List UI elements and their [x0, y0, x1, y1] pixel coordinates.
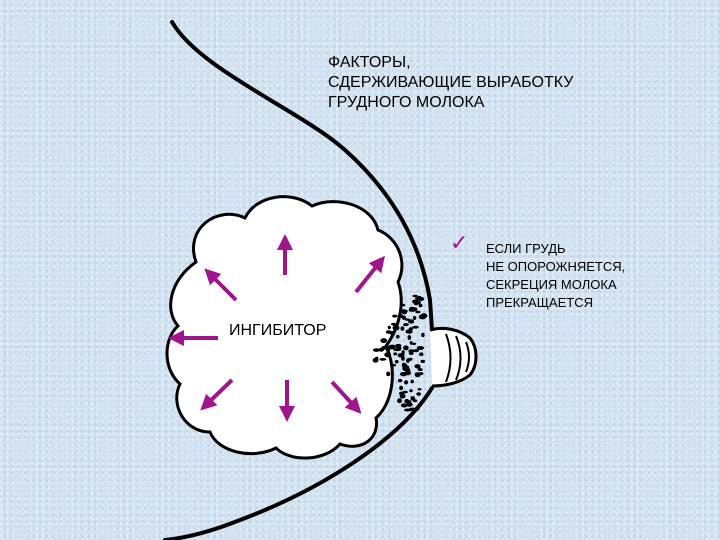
duct-dot: [412, 326, 418, 329]
duct-dot: [396, 346, 399, 351]
duct-dot: [398, 314, 404, 318]
duct-dot: [388, 345, 395, 348]
duct-dot: [400, 394, 406, 399]
duct-dot: [401, 309, 407, 314]
duct-dot: [403, 323, 409, 326]
duct-dot: [409, 389, 413, 392]
duct-dot: [404, 380, 408, 384]
inhibitor-label: ИНГИБИТОР: [229, 322, 326, 340]
duct-dot: [404, 399, 409, 403]
duct-dot: [391, 364, 396, 367]
title-line: СДЕРЖИВАЮЩИЕ ВЫРАБОТКУ: [328, 73, 668, 93]
duct-dot: [421, 333, 424, 337]
duct-dot: [408, 358, 413, 361]
duct-dot: [384, 352, 391, 357]
duct-dot: [375, 357, 379, 360]
duct-dot: [401, 326, 405, 330]
duct-dot: [386, 372, 390, 377]
note-line: СЕКРЕЦИЯ МОЛОКА: [486, 276, 716, 294]
duct-dot: [408, 335, 412, 340]
note-line: ПРЕКРАЩАЕТСЯ: [486, 294, 716, 312]
duct-dot: [391, 323, 396, 326]
title-line: ФАКТОРЫ,: [328, 53, 668, 73]
duct-dot: [416, 392, 421, 396]
duct-dot: [413, 295, 418, 297]
duct-dot: [410, 396, 415, 401]
duct-dot: [389, 331, 394, 335]
duct-dot: [404, 409, 411, 412]
duct-dot: [403, 345, 409, 350]
duct-dot: [409, 307, 416, 310]
duct-dot: [408, 349, 415, 352]
side-note: ЕСЛИ ГРУДЬ НЕ ОПОРОЖНЯЕТСЯ, СЕКРЕЦИЯ МОЛ…: [486, 240, 716, 312]
duct-dot: [410, 341, 413, 345]
duct-dot: [411, 380, 414, 384]
duct-dot: [421, 360, 426, 363]
duct-dot: [399, 386, 403, 390]
duct-dot: [419, 304, 423, 307]
checkmark-icon: ✓: [450, 231, 468, 256]
duct-dot: [380, 338, 387, 343]
duct-dot: [402, 304, 406, 307]
duct-dot: [418, 388, 422, 390]
duct-dot: [379, 348, 384, 351]
note-line: ЕСЛИ ГРУДЬ: [486, 240, 716, 258]
duct-dot: [379, 358, 386, 361]
duct-dot: [397, 398, 402, 403]
note-line: НЕ ОПОРОЖНЯЕТСЯ,: [486, 258, 716, 276]
duct-dot: [392, 315, 397, 318]
title-line: ГРУДНОГО МОЛОКА: [328, 93, 668, 113]
duct-dot: [373, 348, 380, 352]
duct-dot: [419, 352, 423, 356]
duct-dot: [415, 407, 420, 411]
duct-dot: [402, 391, 408, 394]
duct-dot: [395, 360, 399, 363]
duct-dot: [406, 329, 413, 333]
duct-dot: [402, 366, 407, 371]
duct-dot: [393, 325, 400, 330]
duct-dot: [398, 353, 405, 357]
duct-dot: [415, 372, 421, 375]
duct-dot: [398, 379, 402, 382]
duct-dot: [415, 311, 420, 314]
duct-dot: [417, 296, 421, 299]
duct-dot: [413, 316, 416, 320]
duct-dot: [414, 364, 420, 368]
duct-dot: [388, 326, 391, 329]
duct-dot: [396, 335, 400, 339]
diagram-title: ФАКТОРЫ, СДЕРЖИВАЮЩИЕ ВЫРАБОТКУ ГРУДНОГО…: [328, 53, 668, 113]
duct-dot: [420, 313, 427, 318]
duct-dot: [393, 352, 397, 355]
